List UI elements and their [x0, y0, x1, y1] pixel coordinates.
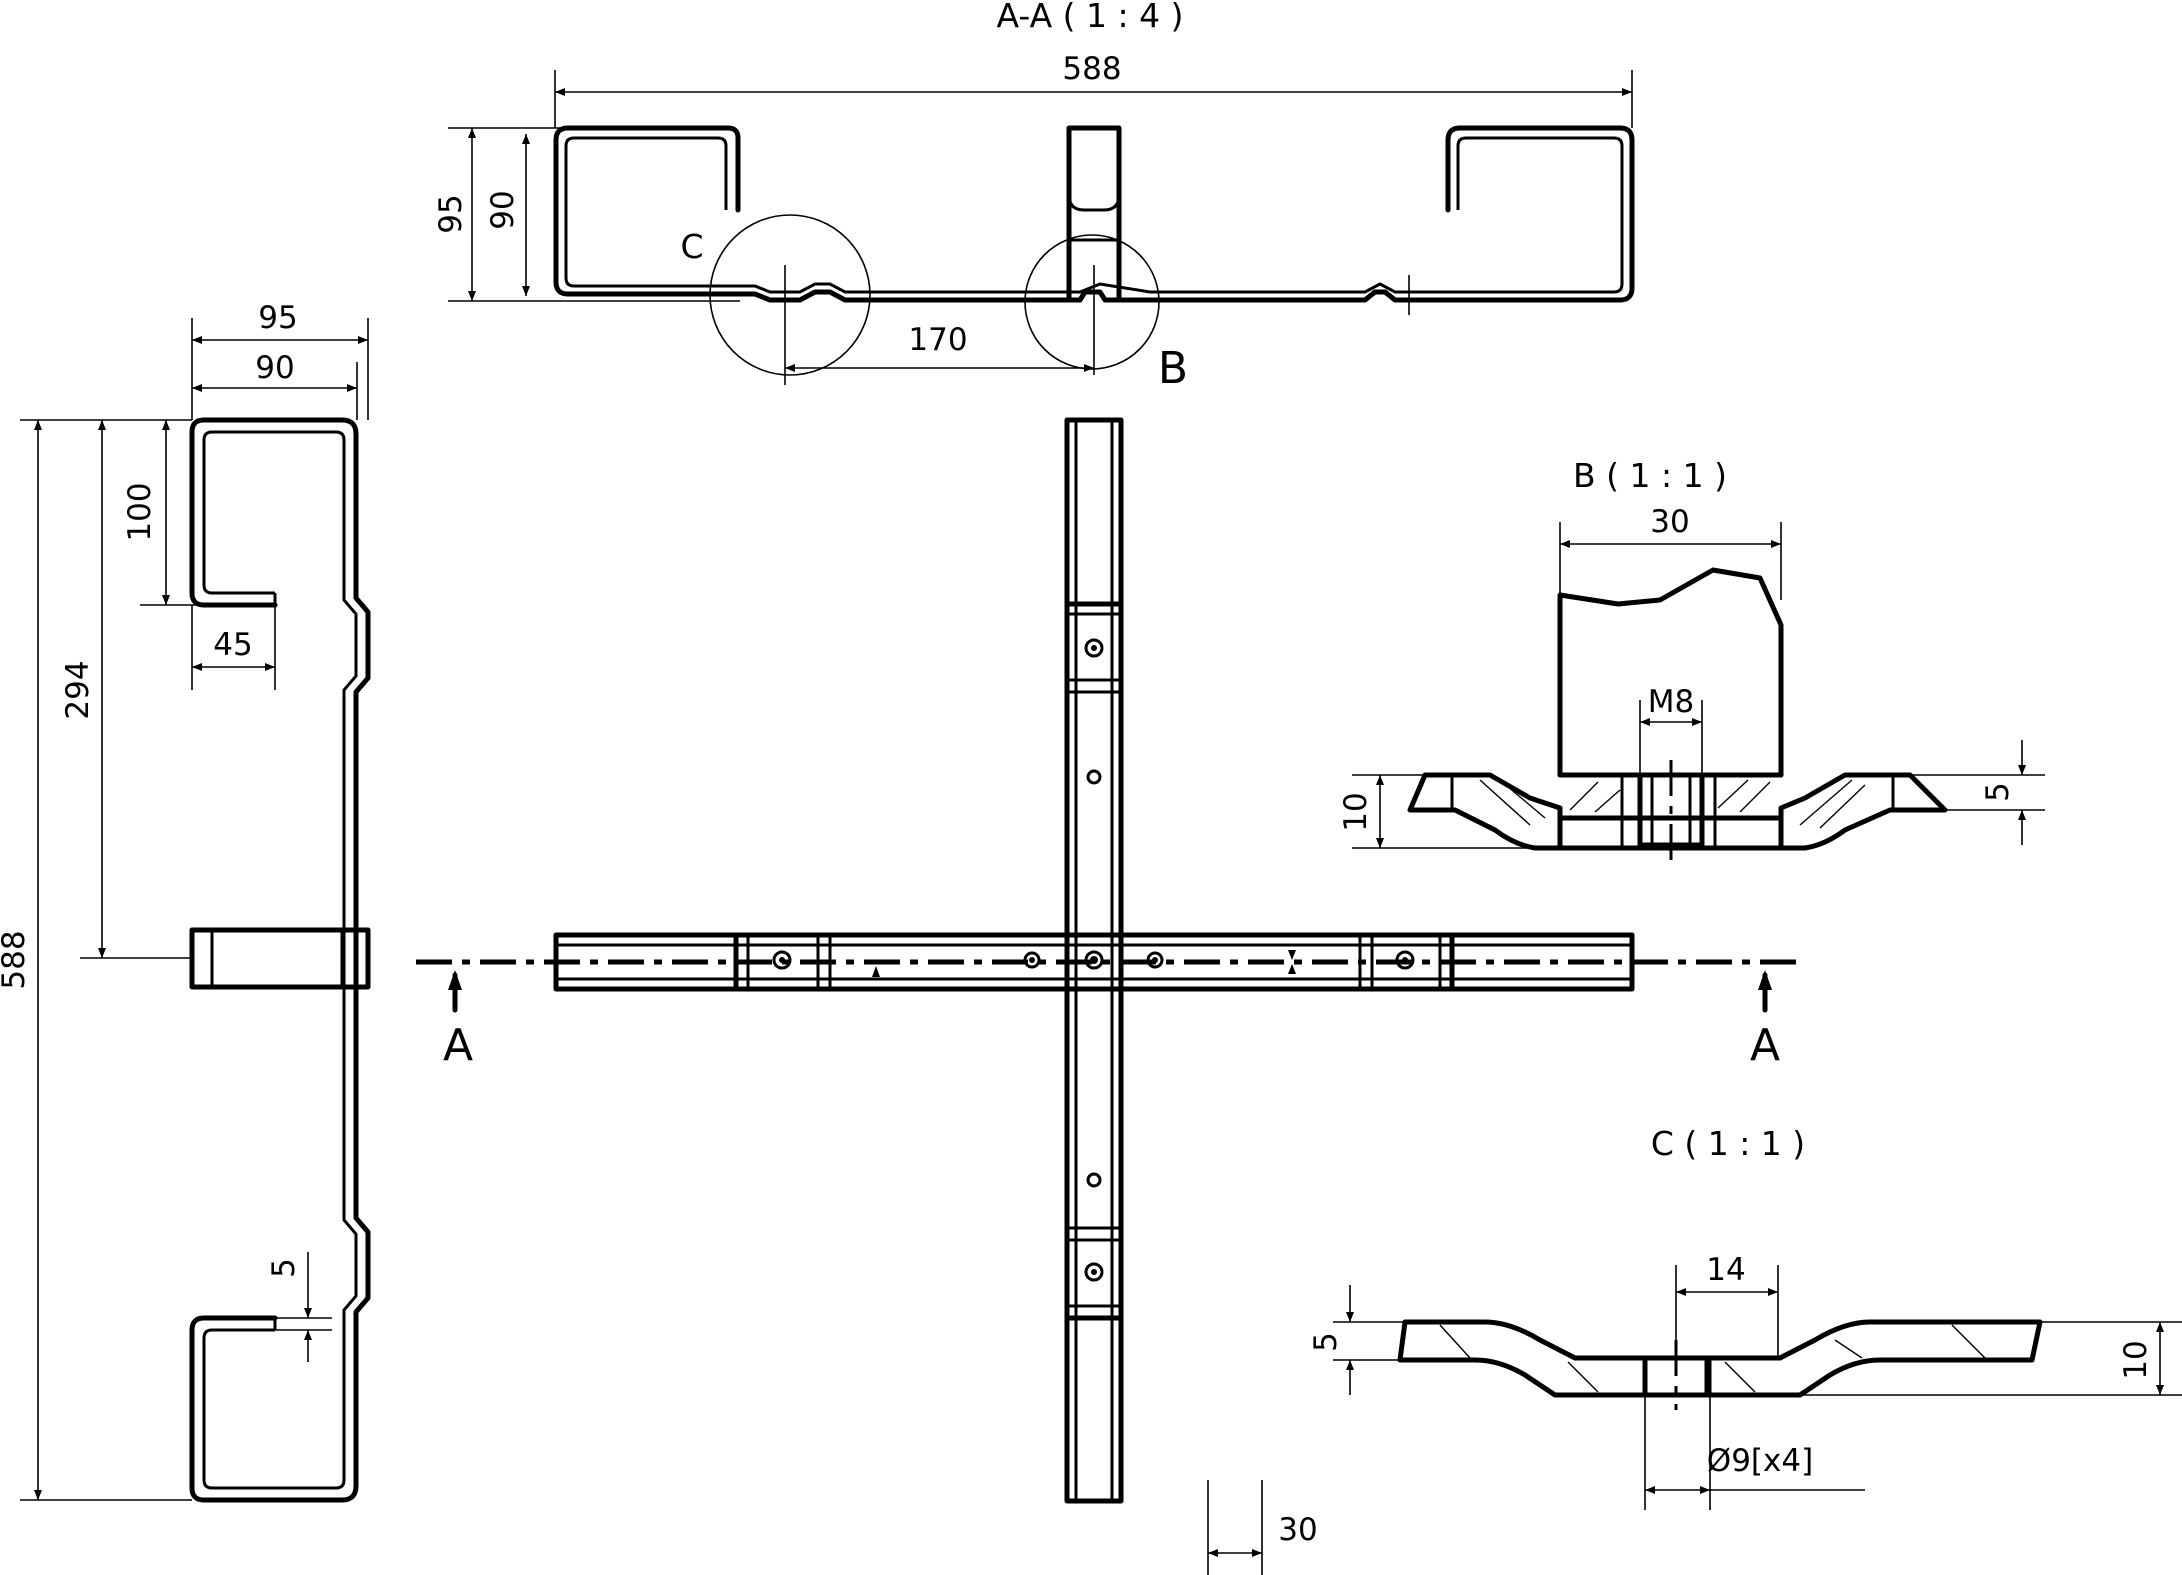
detail-c-thickness-dim: 10	[2118, 1340, 2154, 1379]
plan-holes	[772, 638, 1415, 1282]
detail-c-hole-dim: Ø9[x4]	[1707, 1443, 1813, 1479]
detail-b-title: B ( 1 : 1 )	[1573, 456, 1727, 495]
section-center-post	[1066, 125, 1122, 303]
section-profile-inner	[564, 136, 1624, 294]
side-center-dim: 294	[60, 660, 96, 719]
section-width-dim: 588	[1062, 51, 1121, 87]
detail-c-circle	[709, 214, 871, 376]
side-hook-height-dim: 100	[122, 482, 158, 541]
detail-b-circle	[1024, 234, 1160, 370]
section-height-inner-dim: 90	[485, 190, 521, 229]
section-marker-right: A	[1750, 1020, 1780, 1071]
detail-c-plate	[1397, 1319, 2043, 1398]
section-height-outer-dim: 95	[433, 194, 469, 233]
side-hook-length-dim: 45	[213, 627, 252, 663]
side-offset-dim: 5	[266, 1258, 302, 1278]
side-width-inner-dim: 90	[255, 350, 294, 386]
side-total-length-dim: 588	[0, 930, 32, 989]
detail-b-post	[1557, 567, 1784, 778]
detail-b-thread-dim: M8	[1648, 684, 1694, 720]
detail-c-offset-dim: 5	[1308, 1332, 1344, 1352]
section-marker-left: A	[443, 1020, 473, 1071]
side-width-outer-dim: 95	[258, 300, 297, 336]
detail-c-marker: C	[680, 227, 703, 266]
section-spacing-dim: 170	[908, 322, 967, 358]
detail-b-offset-dim: 5	[1980, 782, 2016, 802]
detail-b-view: B ( 1 : 1 ) 30 M8 10	[1338, 456, 2045, 860]
detail-c-view: C ( 1 : 1 ) 14 5 10 Ø9[x	[1308, 1124, 2182, 1510]
detail-b-marker: B	[1158, 343, 1188, 394]
detail-b-width-dim: 30	[1650, 504, 1689, 540]
plan-flange-dim: 30	[1278, 1512, 1317, 1548]
side-view: 95 90 100 45 294 588 5	[0, 300, 371, 1503]
detail-c-title: C ( 1 : 1 )	[1651, 1124, 1805, 1163]
section-profile-outer	[553, 125, 1635, 303]
detail-b-plate	[1407, 772, 1948, 851]
detail-c-width-dim: 14	[1706, 1252, 1745, 1288]
plan-view: A A 30	[416, 417, 1805, 1575]
section-aa-view: A-A ( 1 : 4 ) 588 95 90 170 C B	[433, 0, 1635, 394]
detail-b-thickness-dim: 10	[1338, 792, 1374, 831]
section-aa-title: A-A ( 1 : 4 )	[997, 0, 1184, 35]
